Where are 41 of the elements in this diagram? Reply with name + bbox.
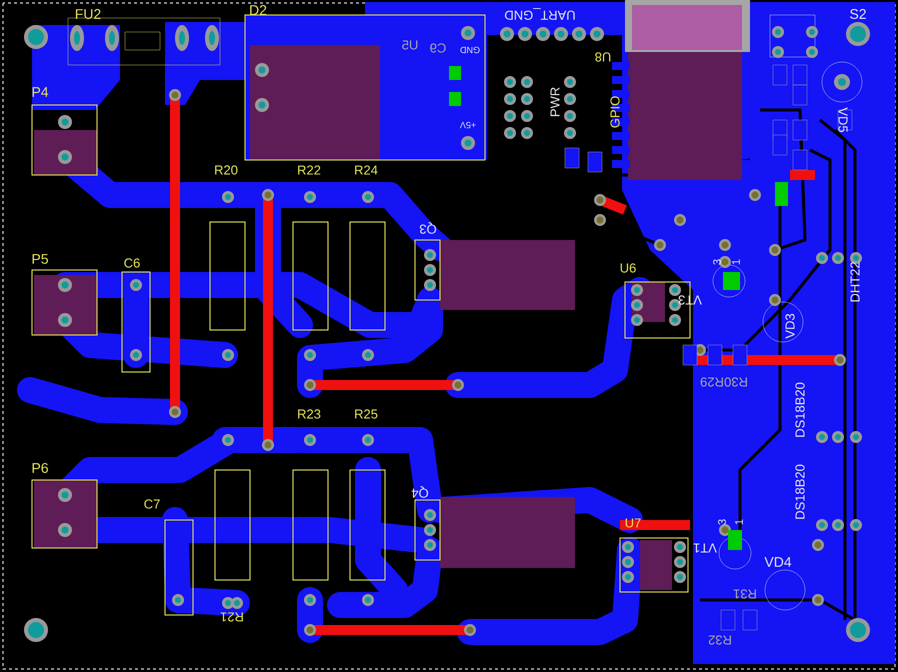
pin-number: 1 [735,519,743,524]
component-label: R23 [298,409,320,419]
component-label: VT3 [678,295,702,305]
component-label: R30 [724,377,747,387]
component-label: GND [460,46,480,54]
component-label: C9 [430,43,446,53]
component-label: VD3 [785,314,795,339]
component-label: Q4 [412,486,428,498]
component-label: R20 [215,165,238,175]
component-label: P4 [32,87,48,97]
component-label: P6 [32,463,48,473]
component-label: DS18B20 [795,464,805,519]
component-label: U8 [595,52,610,62]
component-label: UART_GND [505,8,575,20]
component-label: +5V [460,122,476,128]
component-label: VD4 [764,557,792,567]
component-label: C7 [144,499,160,509]
component-label: U6 [620,263,636,273]
component-label: VT1 [694,544,717,552]
component-label: R24 [355,165,378,175]
component-label: DHT22 [850,262,860,302]
component-label: VD5 [838,107,848,132]
component-label: DS18B20 [795,382,805,437]
component-label: R29 [700,377,723,387]
component-label: U5 [402,40,418,50]
component-label: PWR [550,87,560,116]
pin-number: 3 [713,259,721,265]
component-label: Q3 [420,222,436,234]
component-label: GPIO [610,96,620,128]
component-label: R21 [220,612,243,622]
component-label: R32 [708,635,731,645]
component-label: P5 [32,254,48,264]
component-label: S2 [850,9,866,19]
component-label: R25 [355,409,378,419]
component-label: FU2 [76,9,101,19]
component-label: C6 [124,258,140,268]
component-label: R22 [298,165,320,175]
component-label: U7 [626,518,641,528]
component-label: R31 [734,589,756,599]
pin-number: 1 [732,259,740,264]
pin-number: 3 [718,519,726,525]
